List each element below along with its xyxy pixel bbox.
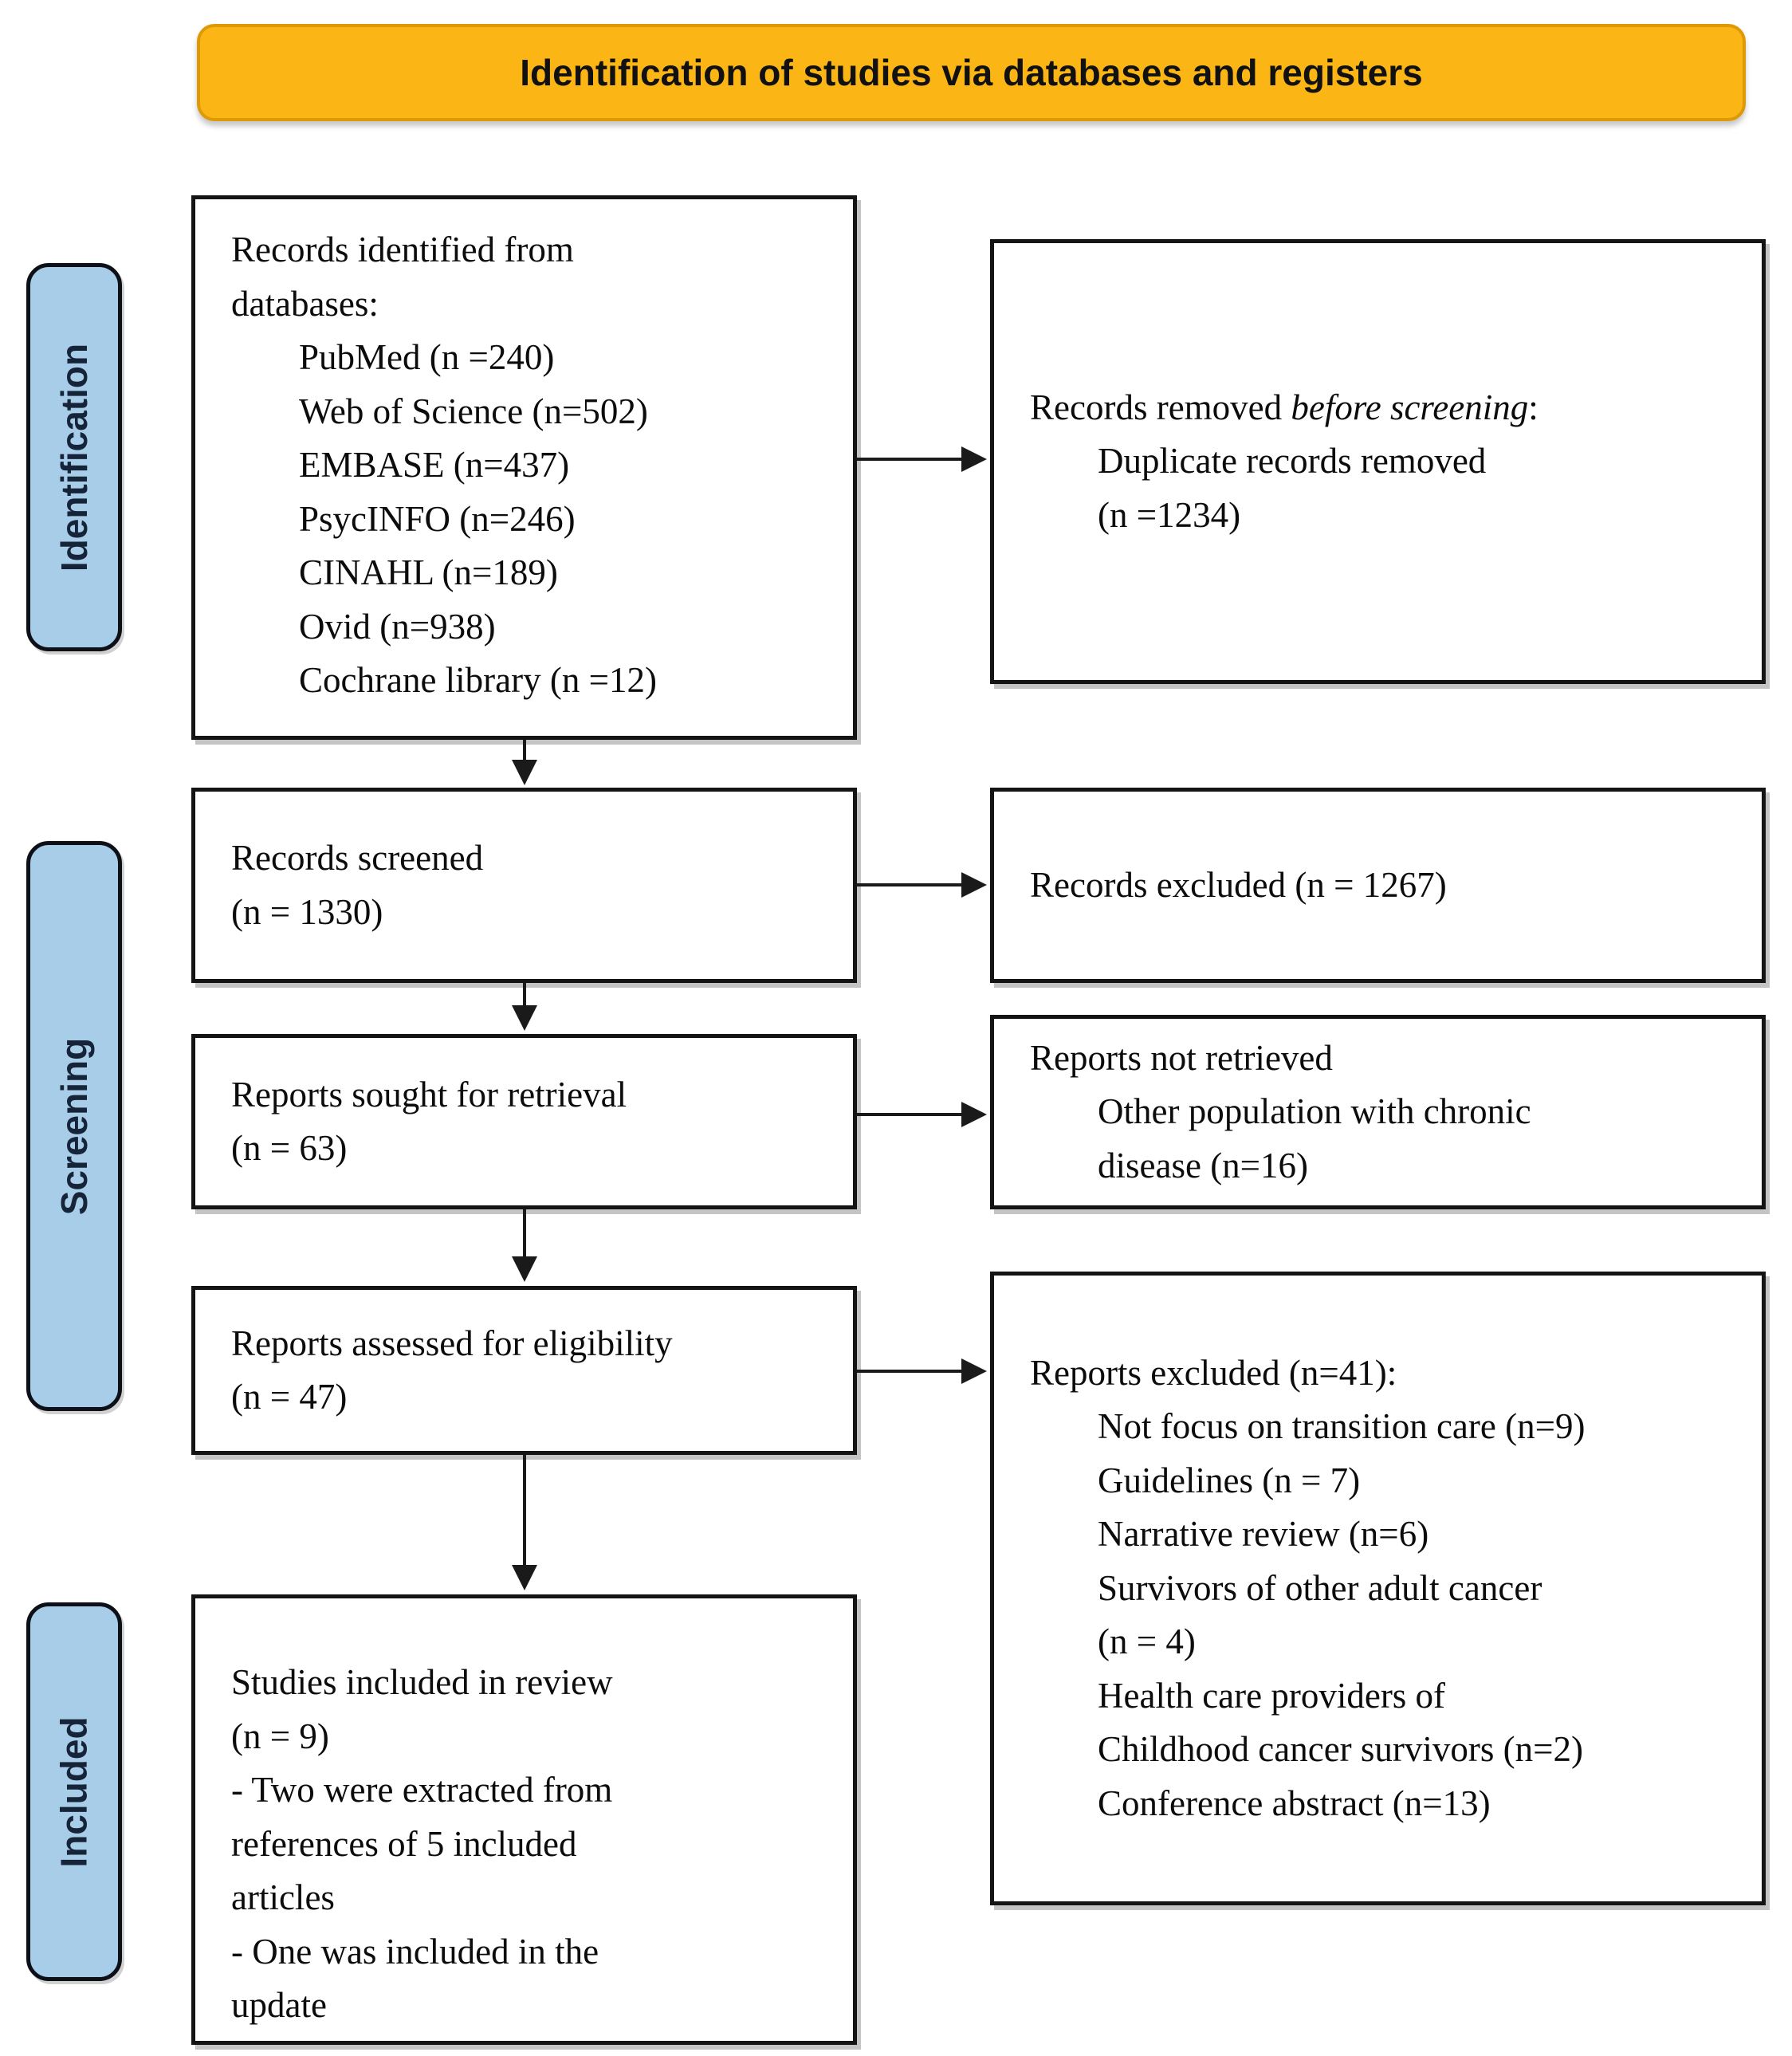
- text-line: databases:: [231, 283, 379, 324]
- text-line: - Two were extracted from: [231, 1770, 613, 1810]
- studies-included-box: Studies included in review (n = 9) - Two…: [191, 1594, 857, 2045]
- reports-assessed-box: Reports assessed for eligibility (n = 47…: [191, 1286, 857, 1455]
- arrow-screened-to-sought-icon: [512, 983, 537, 1031]
- stage-bar-screening: Screening: [26, 841, 122, 1411]
- text-line: disease (n=16): [1098, 1145, 1309, 1185]
- exclusion-reason-line: Conference abstract (n=13): [1098, 1783, 1491, 1823]
- text-line: Reports assessed for eligibility: [231, 1323, 673, 1363]
- text-line: (n = 9): [231, 1716, 329, 1756]
- flow-title-banner: Identification of studies via databases …: [197, 24, 1746, 121]
- reports-excluded-box: Reports excluded (n=41): Not focus on tr…: [990, 1272, 1766, 1905]
- database-count-line: EMBASE (n=437): [299, 445, 570, 485]
- arrow-assessed-to-included-icon: [512, 1455, 537, 1590]
- arrow-sought-to-not-retrieved-icon: [857, 1102, 987, 1127]
- text-segment: :: [1528, 387, 1539, 427]
- text-line: Records identified from: [231, 230, 574, 269]
- database-count-line: PsycINFO (n=246): [299, 498, 576, 539]
- exclusion-reason-line: Not focus on transition care (n=9): [1098, 1406, 1586, 1447]
- stage-bar-identification: Identification: [26, 263, 122, 651]
- records-identified-box: Records identified from databases: PubMe…: [191, 195, 857, 740]
- arrow-sought-to-assessed-icon: [512, 1209, 537, 1282]
- exclusion-reason-line: Guidelines (n = 7): [1098, 1460, 1361, 1500]
- italic-text-segment: before screening: [1291, 387, 1529, 427]
- text-line: Reports sought for retrieval: [231, 1074, 627, 1114]
- text-line: update: [231, 1985, 327, 2025]
- exclusion-reason-line: Survivors of other adult cancer: [1098, 1567, 1542, 1608]
- text-line: Studies included in review: [231, 1662, 613, 1702]
- text-line: - One was included in the: [231, 1931, 599, 1971]
- database-count-line: Ovid (n=938): [299, 606, 496, 647]
- exclusion-reason-line: (n = 4): [1098, 1622, 1196, 1662]
- stage-label: Screening: [53, 1037, 96, 1215]
- text-line: references of 5 included: [231, 1823, 577, 1864]
- records-excluded-box: Records excluded (n = 1267): [990, 788, 1766, 983]
- flow-title: Identification of studies via databases …: [520, 52, 1423, 93]
- arrow-identified-to-screened-icon: [512, 740, 537, 785]
- text-line: Reports excluded (n=41):: [1030, 1352, 1397, 1393]
- text-line: (n = 47): [231, 1377, 348, 1417]
- arrow-identified-to-removed-icon: [857, 446, 987, 472]
- records-removed-box: Records removed before screening: Duplic…: [990, 239, 1766, 684]
- text-line: Records removed before screening:: [1030, 381, 1739, 435]
- arrow-screened-to-excluded-icon: [857, 872, 987, 898]
- exclusion-reason-line: Narrative review (n=6): [1098, 1514, 1429, 1555]
- text-segment: Records removed: [1030, 387, 1291, 427]
- text-line: Records screened: [231, 838, 484, 878]
- exclusion-reason-line: Childhood cancer survivors (n=2): [1098, 1729, 1583, 1770]
- text-line: Other population with chronic: [1098, 1091, 1531, 1132]
- reports-not-retrieved-box: Reports not retrieved Other population w…: [990, 1015, 1766, 1209]
- text-line: (n =1234): [1098, 494, 1241, 535]
- text-line: Reports not retrieved: [1030, 1037, 1333, 1078]
- database-count-line: Cochrane library (n =12): [299, 660, 657, 700]
- text-line: Duplicate records removed: [1098, 441, 1487, 482]
- text-line: (n = 63): [231, 1128, 348, 1168]
- stage-label: Included: [53, 1716, 95, 1868]
- text-line: (n = 1330): [231, 891, 383, 932]
- reports-sought-box: Reports sought for retrieval (n = 63): [191, 1034, 857, 1209]
- text-line: Records excluded (n = 1267): [1030, 864, 1447, 905]
- database-count-line: Web of Science (n=502): [299, 391, 648, 431]
- arrow-assessed-to-reports-excluded-icon: [857, 1358, 987, 1384]
- records-screened-box: Records screened (n = 1330): [191, 788, 857, 983]
- database-count-line: PubMed (n =240): [299, 337, 555, 377]
- database-count-line: CINAHL (n=189): [299, 552, 558, 592]
- stage-bar-included: Included: [26, 1602, 122, 1981]
- stage-label: Identification: [53, 343, 96, 572]
- exclusion-reason-line: Health care providers of: [1098, 1675, 1446, 1716]
- text-line: articles: [231, 1877, 335, 1917]
